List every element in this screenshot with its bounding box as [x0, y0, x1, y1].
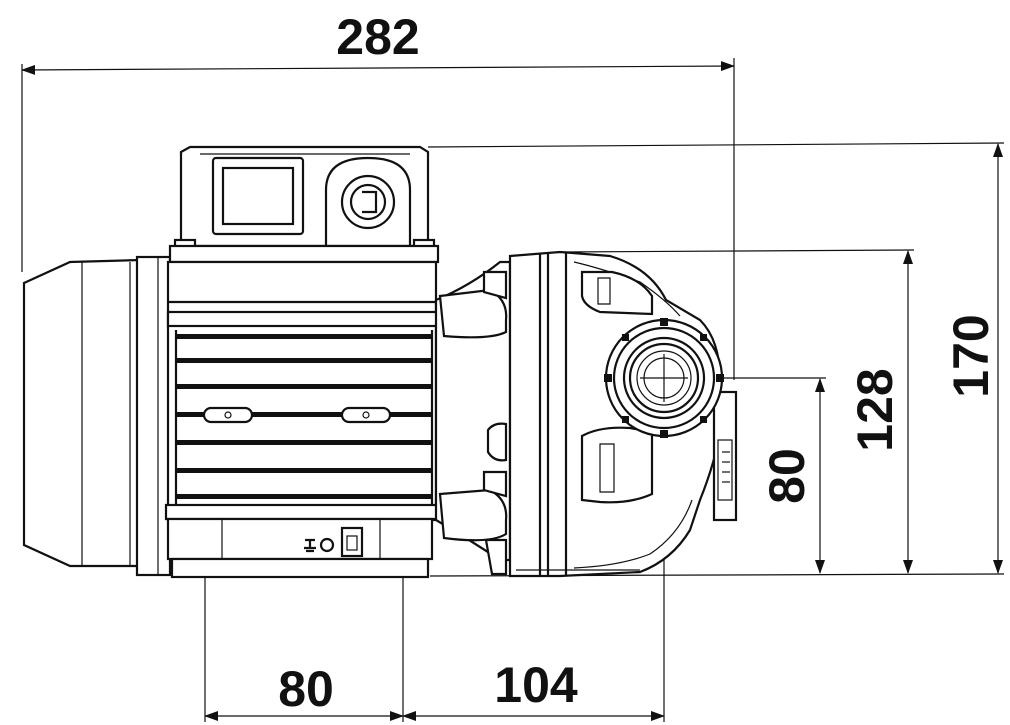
ground-symbol-icon	[304, 538, 316, 553]
label-overall-length: 282	[336, 9, 419, 65]
label-overall-height: 170	[943, 314, 999, 397]
label-inlet-height: 80	[759, 448, 815, 504]
inlet-port	[604, 318, 724, 438]
cable-gland-inner	[349, 183, 387, 221]
motor-body	[164, 260, 442, 522]
terminal-box-base	[168, 244, 440, 264]
extension-line-outlet	[559, 249, 915, 253]
label-foot-to-inlet: 104	[494, 657, 578, 713]
earth-symbol-icon	[319, 537, 335, 553]
lower-lug	[580, 426, 654, 504]
dimension-line-overall-length	[21, 61, 735, 75]
label-outlet-height: 128	[847, 368, 903, 451]
extension-line-top	[427, 142, 1005, 148]
motor-fan-cover	[22, 255, 172, 577]
terminal-box	[168, 145, 440, 264]
label-foot-spacing: 80	[278, 661, 334, 717]
display-screen	[221, 166, 295, 226]
motor-pump-flange	[434, 260, 512, 576]
cooling-fins	[174, 330, 434, 505]
pump-foot	[166, 517, 434, 579]
